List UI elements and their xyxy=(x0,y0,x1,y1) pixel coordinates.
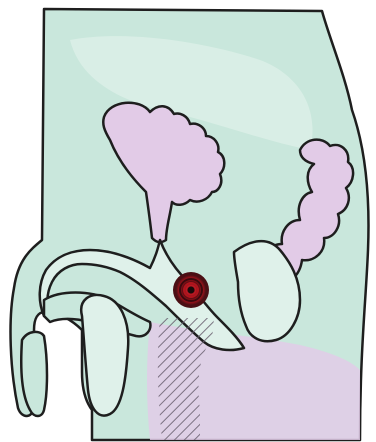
testis xyxy=(81,295,128,416)
target-marker-icon xyxy=(173,272,209,308)
